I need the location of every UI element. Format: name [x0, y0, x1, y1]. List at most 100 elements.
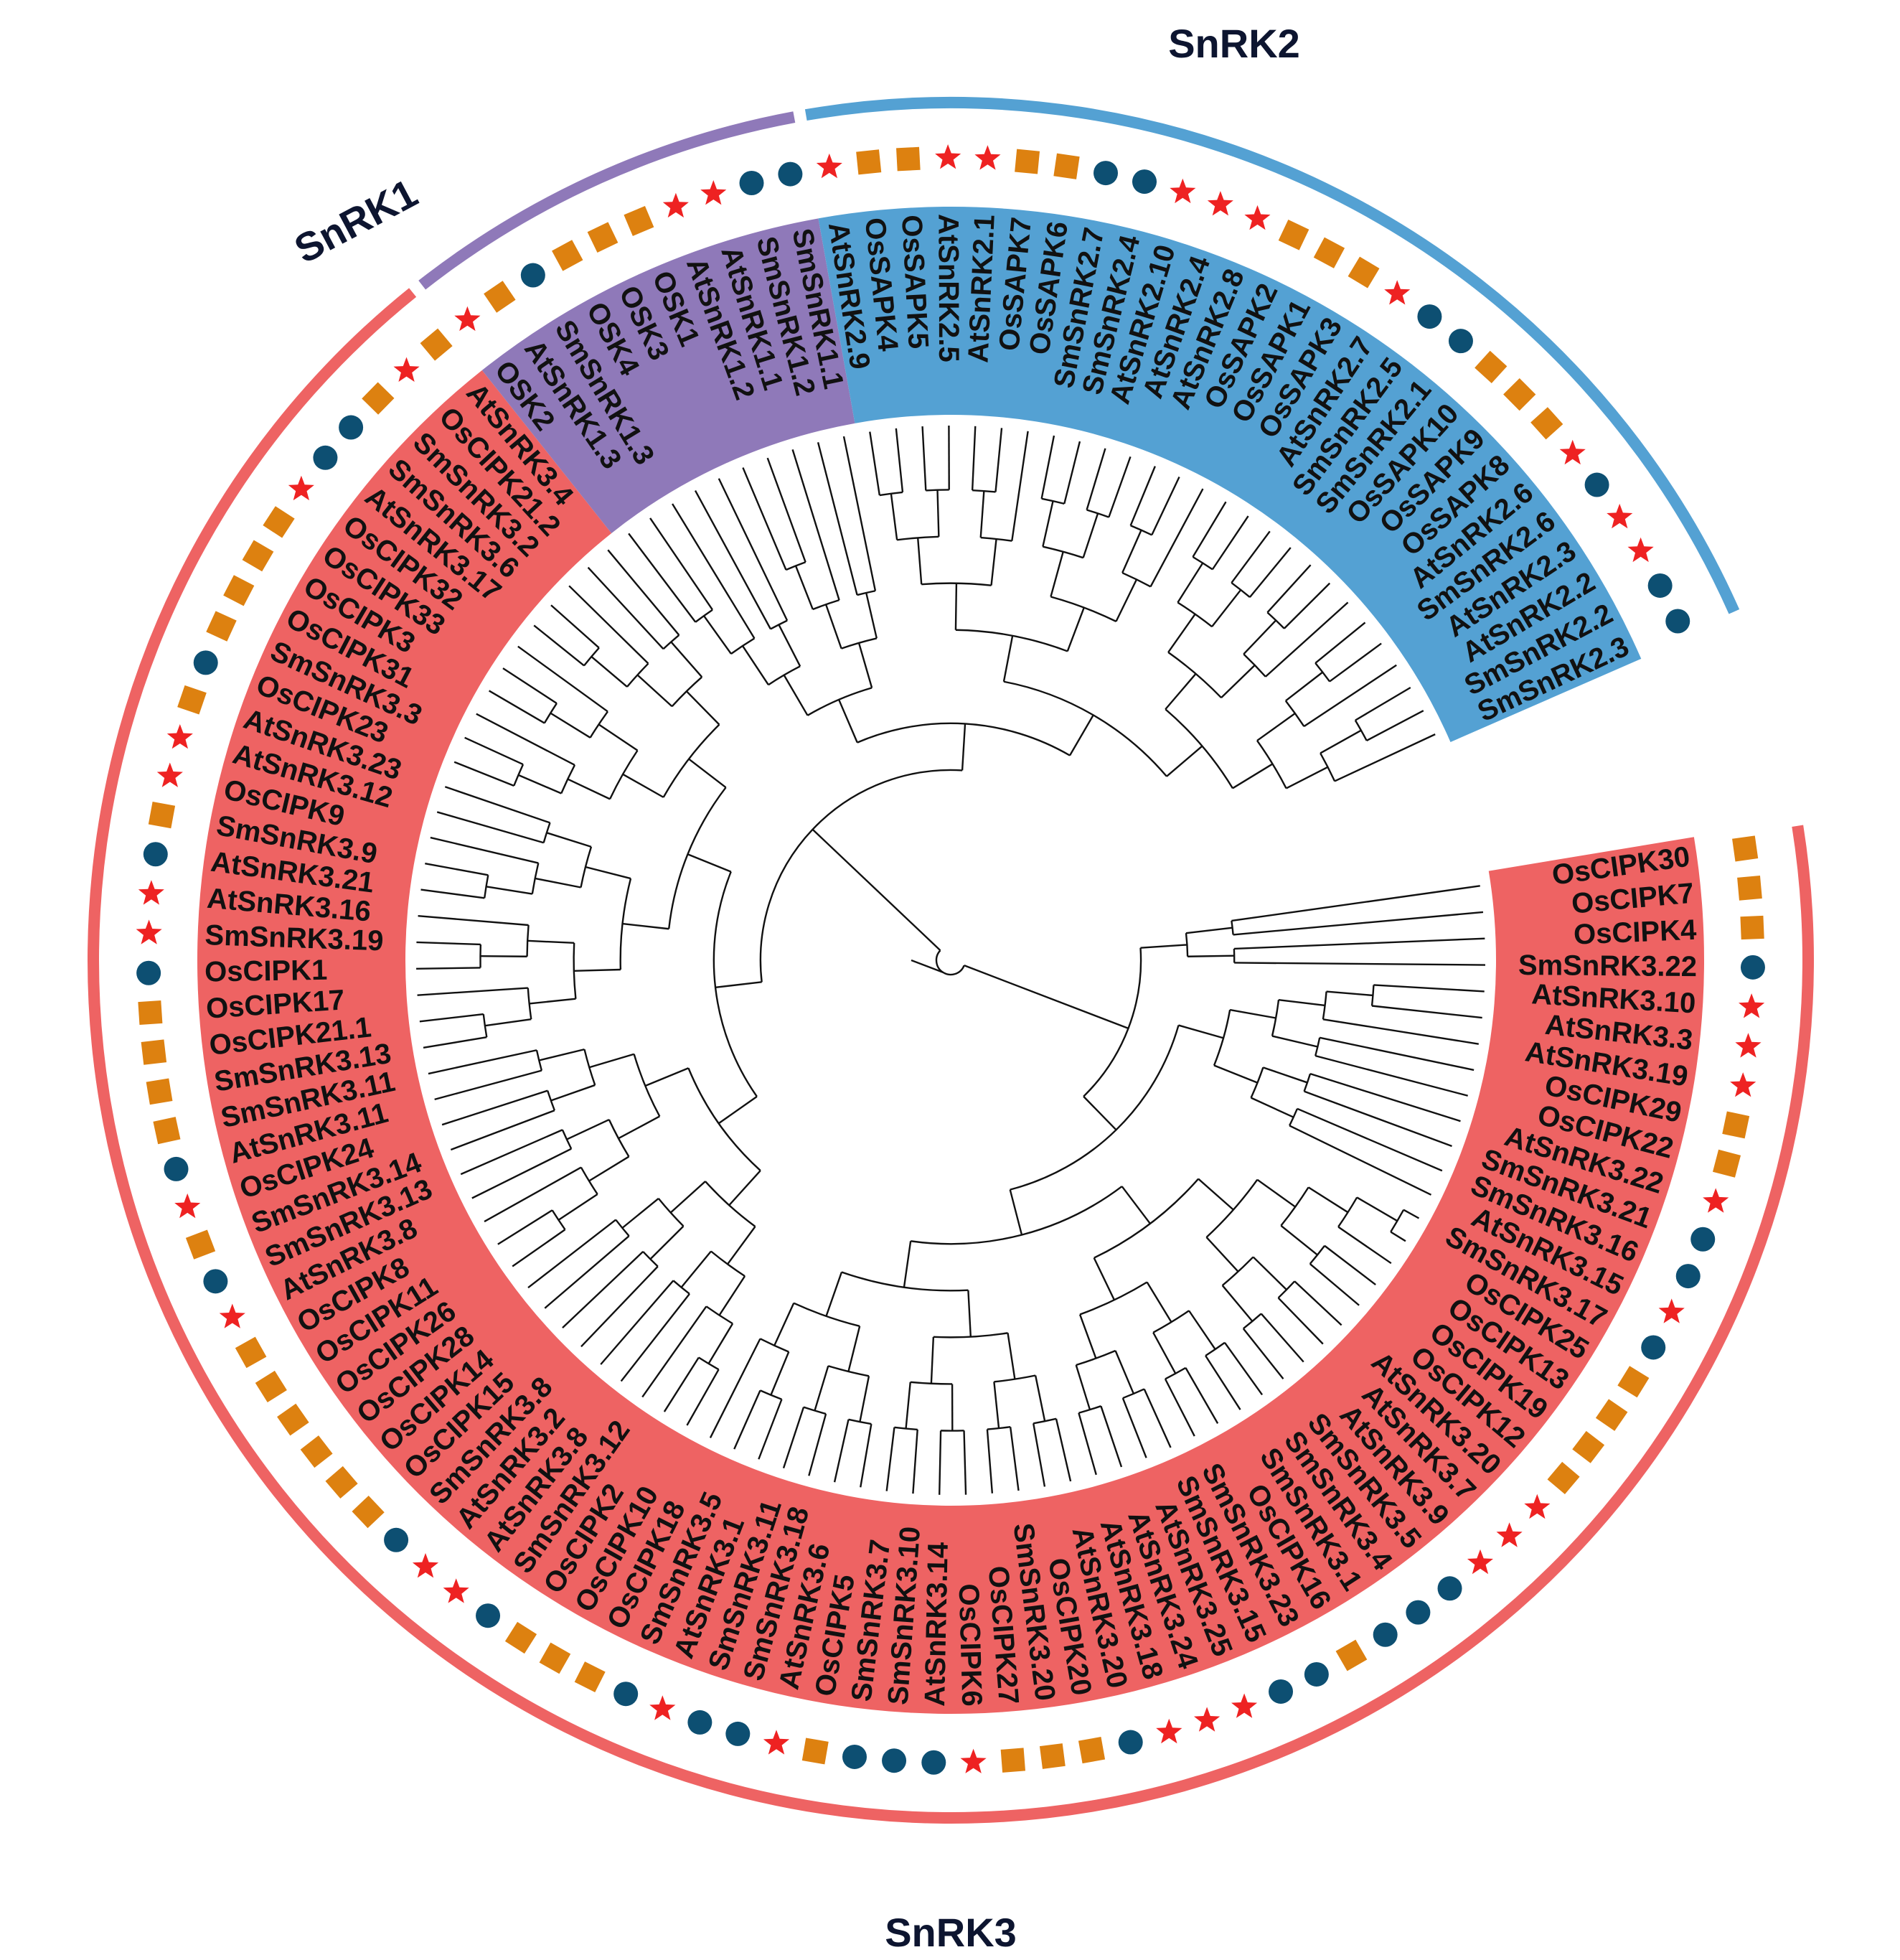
branch-line-54 [1337, 1226, 1392, 1265]
branch-line-53 [1390, 1231, 1406, 1242]
branch-arc-156 [657, 1198, 685, 1227]
branch-line-269 [694, 489, 772, 630]
branch-line-231 [453, 761, 514, 787]
star-icon [974, 145, 1001, 170]
branch-line-35 [1304, 1090, 1452, 1148]
circle-icon [384, 1527, 409, 1552]
branch-arc-228 [560, 764, 576, 794]
arc-snrk3 [88, 288, 1814, 1824]
square-icon [587, 222, 619, 253]
branch-line-223 [688, 758, 727, 789]
star-icon [1467, 1549, 1493, 1575]
branch-arc-128 [759, 1338, 789, 1353]
branch-line-97 [1034, 1375, 1046, 1422]
star-icon [138, 880, 164, 905]
branch-line-356 [1286, 766, 1329, 789]
branch-line-345 [1283, 582, 1331, 629]
branch-line-101 [993, 1382, 1000, 1429]
branch-line-188 [434, 1069, 542, 1101]
branch-line-15 [1178, 1024, 1224, 1039]
square-icon [624, 205, 654, 236]
branch-line-55 [1280, 1224, 1318, 1256]
circle-icon [882, 1748, 907, 1773]
circle-icon [1132, 169, 1157, 194]
branch-arc-310 [1043, 545, 1084, 559]
branch-line-252 [587, 566, 664, 650]
branch-arc-166 [633, 1054, 661, 1117]
branch-line-286 [1002, 635, 1014, 682]
branch-line-266 [672, 503, 756, 639]
branch-arc-244 [626, 662, 649, 688]
branch-line-210 [585, 866, 631, 880]
branch-arc-168 [608, 1119, 630, 1158]
branch-line-90 [1078, 1412, 1097, 1476]
branch-line-330 [1167, 614, 1196, 653]
branch-arc-172 [551, 1209, 566, 1230]
square-icon [1053, 153, 1080, 179]
root-stem [911, 959, 944, 974]
branch-arc-195 [573, 942, 577, 999]
branch-arc-274 [812, 599, 840, 611]
group-title-snrk1: SnRK1 [287, 170, 425, 272]
branch-line-175 [484, 1166, 582, 1223]
circle-icon [1269, 1679, 1294, 1704]
branch-line-212 [535, 877, 581, 888]
circle-icon [339, 415, 364, 440]
circle-icon [203, 1269, 228, 1294]
branch-line-290 [916, 538, 923, 585]
branch-line-236 [550, 712, 591, 738]
branch-line-61 [1252, 1256, 1287, 1290]
branch-line-238 [488, 690, 545, 724]
branch-line-307 [1066, 607, 1085, 652]
branch-arc-285 [1003, 680, 1167, 777]
branch-line-264 [628, 533, 697, 623]
branch-arc-322 [1130, 525, 1152, 536]
square-icon [277, 1403, 309, 1436]
branch-line-186 [538, 1048, 585, 1061]
branch-line-173 [512, 1229, 566, 1267]
branch-line-298 [921, 426, 927, 491]
branch-line-19 [1278, 998, 1325, 1007]
branch-line-104 [986, 1429, 994, 1494]
leaf-labels: OsCIPK30OsCIPK7OsCIPK4SmSnRK3.22AtSnRK3.… [204, 214, 1698, 1707]
branch-arc-31 [1250, 1066, 1264, 1099]
branch-arc-33 [1303, 1073, 1312, 1092]
star-icon [443, 1578, 469, 1603]
branch-line-302 [979, 491, 985, 538]
branch-line-24 [1371, 1005, 1482, 1019]
branch-line-200 [423, 1036, 487, 1049]
square-icon [148, 801, 176, 829]
square-icon [1503, 378, 1536, 411]
branch-line-86 [1121, 1397, 1147, 1458]
branch-arc-235 [589, 711, 608, 738]
star-icon [1607, 503, 1633, 529]
branch-line-39 [1289, 1125, 1432, 1196]
leaf-label: AtSnRK2.5 [932, 214, 964, 362]
square-icon [801, 1738, 829, 1765]
square-icon [177, 685, 207, 715]
branch-line-28 [1319, 1036, 1475, 1072]
branch-line-69 [1093, 1257, 1116, 1300]
square-icon [138, 1000, 163, 1026]
branch-line-353 [1315, 622, 1366, 664]
branch-line-233 [476, 713, 575, 766]
branch-line-133 [709, 1338, 761, 1438]
branch-arc-116 [793, 1302, 860, 1327]
circle-icon [136, 960, 161, 985]
branch-line-278 [766, 457, 806, 563]
leaf-label: AtSnRK2.1 [962, 214, 1000, 364]
square-icon [352, 1495, 385, 1529]
branch-arc-49 [1337, 1196, 1358, 1228]
branch-line-280 [865, 592, 878, 639]
branch-arc-143 [710, 1250, 746, 1277]
branch-arc-145 [705, 1305, 733, 1325]
star-icon [1384, 280, 1411, 305]
branch-line-201 [419, 1013, 484, 1023]
branch-line-194 [573, 968, 621, 972]
branch-line-207 [416, 967, 481, 970]
branch-line-351 [1285, 671, 1324, 702]
branch-arc-14 [1010, 1025, 1180, 1191]
branch-line-127 [773, 1303, 795, 1346]
square-icon [1572, 1430, 1605, 1463]
branch-line-275 [794, 566, 814, 610]
